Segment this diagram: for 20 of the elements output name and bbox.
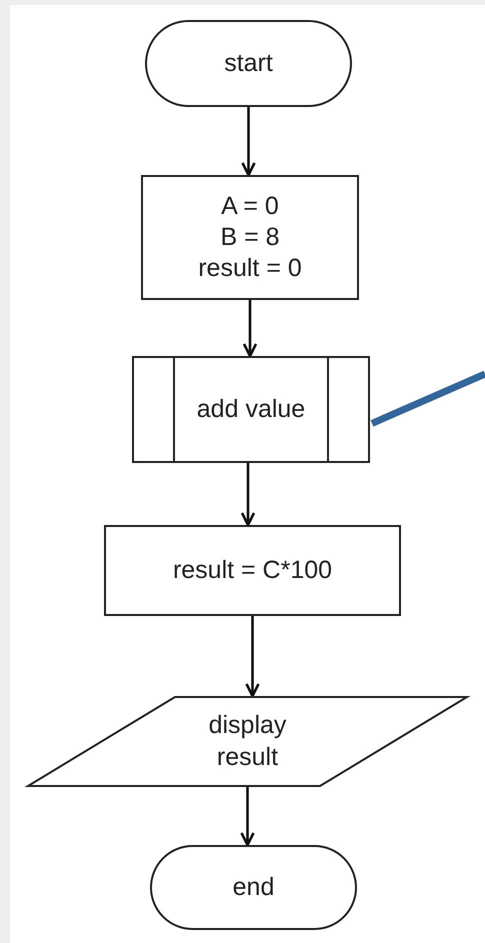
input-output-parallelogram [27,696,468,787]
subroutine-box [132,356,370,463]
process-box [104,525,401,616]
process-box [141,175,359,300]
arrow [240,787,255,846]
terminator-shape [145,20,352,107]
node-text: start [224,48,273,79]
node-text: result = C*100 [172,554,332,586]
node-text: result = 0 [198,253,302,284]
arrow [240,463,256,526]
node-text: B = 8 [220,222,280,253]
node-text: end [232,872,274,903]
terminator-shape [150,845,357,930]
node-text: A = 0 [221,190,279,222]
node-text: add value [196,394,306,425]
arrow [245,616,260,698]
arrow [241,107,256,176]
node-text: display result [208,710,288,772]
arrow [242,300,258,358]
connector-line [370,370,485,427]
